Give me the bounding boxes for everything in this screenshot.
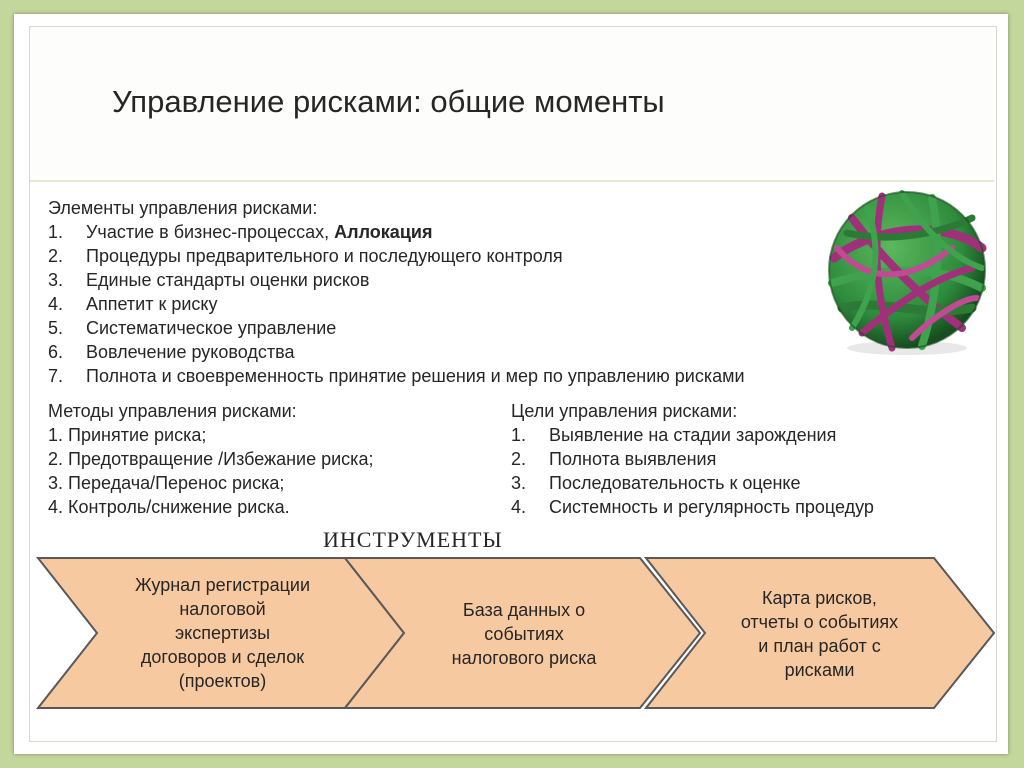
elements-item: 3. Единые стандарты оценки рисков [48,268,745,292]
chevron-shape-3 [643,557,996,709]
item-number: 3. [511,473,527,493]
tool-risk-map-label: Карта рисков, отчеты о событиях и план р… [712,586,927,682]
goals-item: 4. Системность и регулярность процедур [511,495,874,519]
tool-line: рисками [784,660,855,680]
elements-section: Элементы управления рисками: 1. Участие в… [48,196,745,388]
item-number: 4. [48,294,64,314]
item-bold-text: Аллокация [334,222,433,242]
methods-item: 3. Передача/Перенос риска; [48,473,285,493]
tool-line: Журнал регистрации [134,575,310,595]
elements-item: 2. Процедуры предварительного и последующ… [48,244,745,268]
item-text: Вовлечение руководства [86,342,295,362]
item-number: 7. [48,366,64,386]
goals-heading: Цели управления рисками: [511,401,738,421]
tool-line: налоговой [179,599,266,619]
item-number: 5. [48,318,64,338]
goals-item: 3. Последовательность к оценке [511,471,874,495]
item-number: 3. [48,270,64,290]
elements-item: 1. Участие в бизнес-процессах, Аллокация [48,220,745,244]
tool-line: налогового риска [451,648,597,668]
goals-item: 2. Полнота выявления [511,447,874,471]
methods-item: 4. Контроль/снижение риска. [48,497,290,517]
tool-database-label: База данных о событиях налогового риска [414,598,634,670]
tool-line: событиях [484,624,564,644]
title-band [30,27,994,182]
item-number: 4. [511,497,527,517]
goals-item: 1. Выявление на стадии зарождения [511,423,874,447]
methods-section: Методы управления рисками: 1. Принятие р… [48,399,373,519]
elements-item: 4. Аппетит к риску [48,292,745,316]
item-text: Полнота выявления [549,449,717,469]
elements-item: 6. Вовлечение руководства [48,340,745,364]
elements-item: 5. Систематическое управление [48,316,745,340]
slide-inner-border [29,26,997,742]
tool-line: отчеты о событиях [740,612,899,632]
tool-line: договоров и сделок [140,647,305,667]
goals-section: Цели управления рисками: 1. Выявление на … [511,399,874,519]
tool-line: База данных о [462,600,586,620]
item-text: Участие в бизнес-процессах, [86,222,335,242]
methods-heading: Методы управления рисками: [48,401,297,421]
item-text: Единые стандарты оценки рисков [86,270,370,290]
elements-heading: Элементы управления рисками: [48,198,318,218]
item-text: Полнота и своевременность принятие решен… [86,366,745,386]
item-text: Выявление на стадии зарождения [549,425,837,445]
tools-heading: ИНСТРУМЕНТЫ [323,527,503,552]
methods-item: 1. Принятие риска; [48,425,207,445]
tool-line: Карта рисков, [762,588,877,608]
elements-item: 7. Полнота и своевременность принятие реш… [48,364,745,388]
rubber-band-ball-icon [828,190,987,355]
item-number: 2. [511,449,527,469]
item-text: Последовательность к оценке [549,473,801,493]
slide-title: Управление рисками: общие моменты [112,84,665,119]
tool-line: и план работ с [758,636,881,656]
methods-item: 2. Предотвращение /Избежание риска; [48,449,374,469]
item-number: 1. [48,222,64,242]
item-text: Систематическое управление [86,318,337,338]
item-number: 2. [48,246,64,266]
item-text: Аппетит к риску [86,294,218,314]
tool-line: экспертизы [174,623,271,643]
item-text: Системность и регулярность процедур [549,497,874,517]
item-number: 6. [48,342,64,362]
tool-line: (проектов) [178,671,267,691]
item-number: 1. [511,425,527,445]
tool-journal-label: Журнал регистрации налоговой экспертизы … [110,573,335,693]
item-text: Процедуры предварительного и последующег… [86,246,563,266]
chevron-shape-2 [342,557,702,709]
